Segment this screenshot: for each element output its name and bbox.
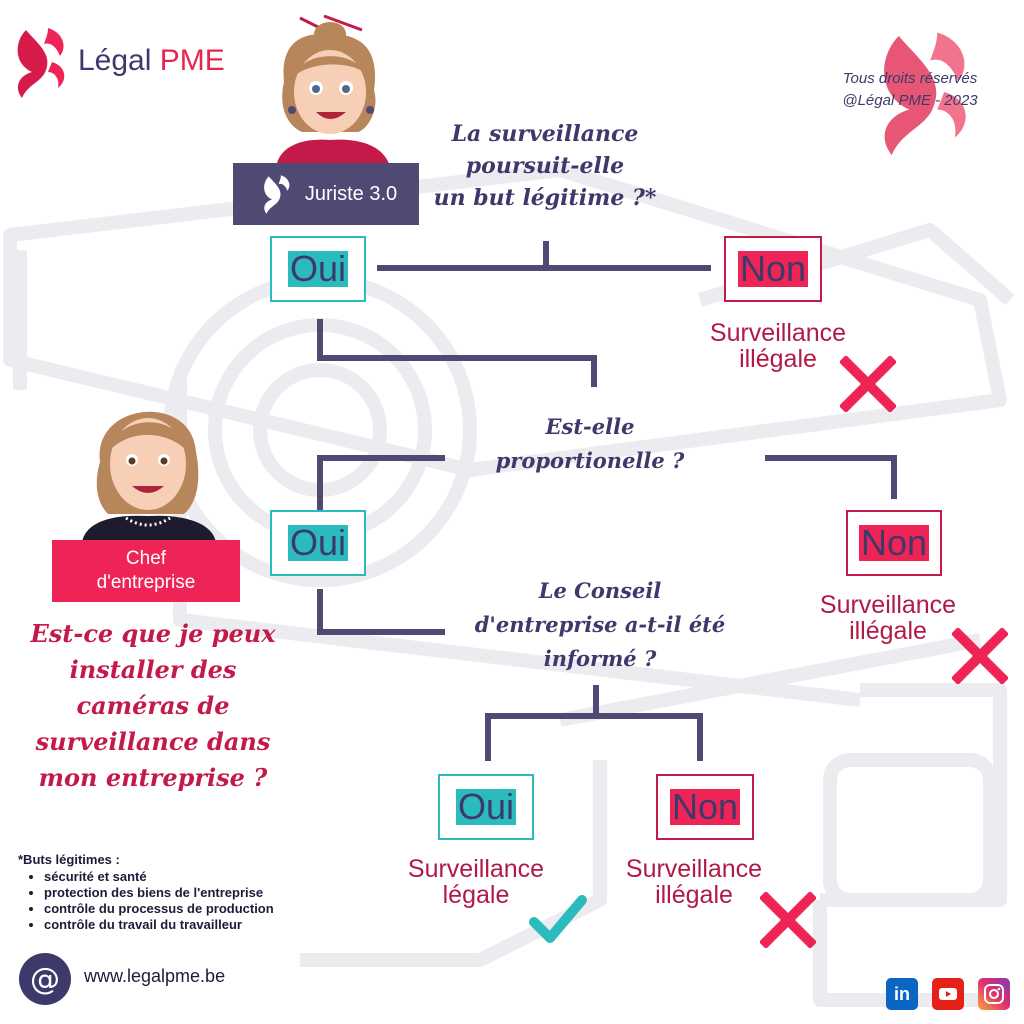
result-illegal-2-line-1: Surveillance: [819, 591, 957, 619]
juriste-label-text: Juriste 3.0: [304, 182, 398, 205]
footnote-item: sécurité et santé: [44, 869, 378, 885]
answer-non-2: Non: [846, 510, 942, 576]
legitimate-purposes-footnote: *Buts légitimes : sécurité et santé prot…: [18, 852, 378, 933]
juriste-label: Juriste 3.0: [233, 163, 419, 225]
connector-q3-right: [593, 713, 703, 761]
question-works-council: Le Conseil d'entreprise a-t-il été infor…: [440, 574, 760, 676]
result-legal-line-1: Surveillance: [407, 855, 545, 883]
question-3-line-2: d'entreprise a-t-il été: [474, 612, 726, 637]
brand-name-pme: PME: [159, 44, 225, 77]
youtube-play-icon: [939, 988, 957, 1000]
answer-non-3-label: Non: [669, 786, 741, 827]
copyright-notice: Tous droits réservés @Légal PME - 2023: [800, 68, 1020, 112]
answer-oui-1-label: Oui: [287, 248, 349, 289]
footnote-item: contrôle du travail du travailleur: [44, 917, 378, 933]
instagram-camera-icon: [984, 984, 1004, 1004]
cross-icon: [840, 356, 896, 412]
result-illegal-3: Surveillance illégale: [608, 856, 780, 908]
legal-pme-logo-icon: [17, 28, 65, 98]
result-illegal-3-line-1: Surveillance: [625, 855, 763, 883]
connector-q2-right: [765, 455, 897, 499]
main-question-line-1: Est-ce que je peux: [30, 619, 276, 648]
connector-oui2-to-q3: [317, 589, 445, 635]
question-1-line-1: La surveillance: [451, 121, 639, 147]
juriste-logo-icon: [264, 175, 290, 214]
question-3-line-3: informé ?: [543, 646, 657, 671]
footnote-item: protection des biens de l'entreprise: [44, 885, 378, 901]
question-2-line-2: proportionelle ?: [495, 448, 685, 473]
answer-oui-3-label: Oui: [455, 786, 517, 827]
connector-q2-left: [317, 455, 445, 513]
main-question-line-2: installer des: [69, 655, 237, 684]
answer-non-1: Non: [724, 236, 822, 302]
copyright-line-2: @Légal PME - 2023: [842, 92, 978, 109]
chef-label: Chef d'entreprise: [52, 540, 240, 602]
chef-label-line-2: d'entreprise: [96, 572, 196, 593]
answer-non-2-label: Non: [858, 522, 930, 563]
youtube-icon[interactable]: [932, 978, 964, 1010]
answer-oui-3: Oui: [438, 774, 534, 840]
result-illegal-2-line-2: illégale: [849, 617, 927, 645]
main-question-line-3: caméras de: [76, 691, 230, 720]
footnote-list: sécurité et santé protection des biens d…: [18, 869, 378, 933]
question-2-line-1: Est-elle: [545, 414, 635, 439]
at-symbol: @: [30, 961, 60, 997]
result-legal: Surveillance légale: [390, 856, 562, 908]
main-question: Est-ce que je peux installer des caméras…: [8, 616, 298, 796]
result-illegal-1-line-1: Surveillance: [709, 319, 847, 347]
question-legitimate-purpose: La surveillance poursuit-elle un but lég…: [425, 118, 665, 214]
result-illegal-1: Surveillance illégale: [690, 320, 866, 372]
copyright-line-1: Tous droits réservés: [842, 70, 978, 87]
question-1-line-2: poursuit-elle: [465, 153, 625, 179]
large-logo-icon: [884, 32, 966, 155]
instagram-icon[interactable]: [978, 978, 1010, 1010]
result-illegal-2: Surveillance illégale: [800, 592, 976, 644]
main-question-line-4: surveillance dans: [35, 727, 271, 756]
footnote-item: contrôle du processus de production: [44, 901, 378, 917]
question-1-line-3: un but légitime ?*: [433, 185, 657, 211]
juriste-avatar-icon: [276, 14, 390, 167]
question-3-line-1: Le Conseil: [538, 578, 662, 603]
question-proportional: Est-elle proportionelle ?: [465, 410, 715, 478]
website-link[interactable]: www.legalpme.be: [84, 966, 226, 986]
brand-name-legal: Légal: [78, 44, 152, 77]
chef-label-line-1: Chef: [125, 548, 167, 569]
connector-q3-left: [485, 685, 599, 761]
at-icon: @: [19, 953, 71, 1005]
result-illegal-1-line-2: illégale: [739, 345, 817, 373]
connector-oui1-to-q2: [317, 319, 597, 387]
checkmark-icon: [529, 895, 587, 943]
footnote-title: *Buts légitimes :: [18, 852, 120, 867]
answer-oui-2: Oui: [270, 510, 366, 576]
answer-non-1-label: Non: [737, 248, 809, 289]
cross-icon: [760, 892, 816, 948]
result-legal-line-2: légale: [442, 881, 510, 909]
answer-oui-1: Oui: [270, 236, 366, 302]
chef-avatar-icon: [82, 411, 216, 542]
brand-name: Légal PME: [78, 44, 225, 78]
result-illegal-3-line-2: illégale: [655, 881, 733, 909]
answer-non-3: Non: [656, 774, 754, 840]
linkedin-label: in: [894, 983, 910, 1004]
main-question-line-5: mon entreprise ?: [38, 763, 268, 792]
answer-oui-2-label: Oui: [287, 522, 349, 563]
linkedin-icon[interactable]: in: [886, 978, 918, 1010]
cross-icon: [952, 628, 1008, 684]
